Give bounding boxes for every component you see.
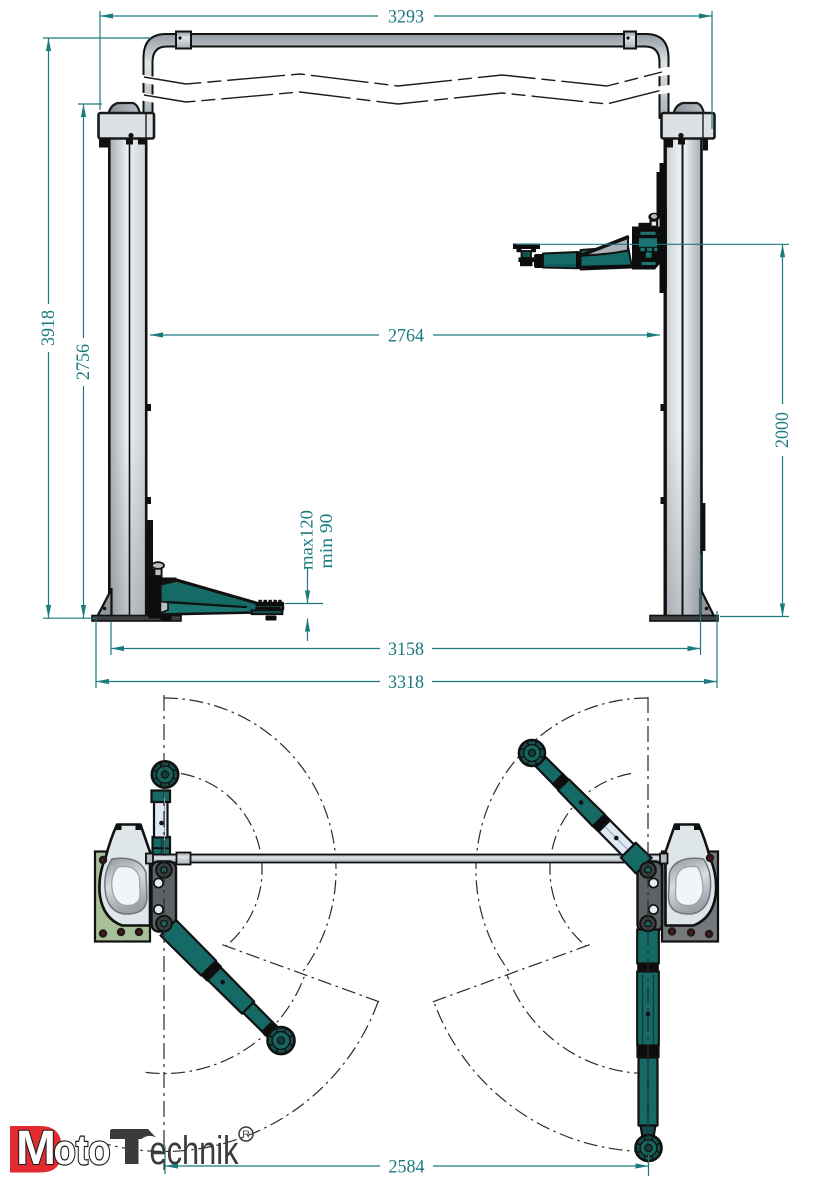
svg-text:2584: 2584 xyxy=(389,1156,425,1177)
svg-text:2000: 2000 xyxy=(772,412,793,448)
svg-text:max120: max120 xyxy=(297,510,317,570)
svg-text:oto: oto xyxy=(54,1126,111,1173)
svg-text:2756: 2756 xyxy=(73,344,94,380)
svg-text:min 90: min 90 xyxy=(316,514,336,569)
svg-text:3918: 3918 xyxy=(38,310,59,346)
svg-text:M: M xyxy=(16,1122,56,1175)
svg-text:2764: 2764 xyxy=(388,325,424,346)
svg-text:echnik: echnik xyxy=(150,1129,240,1173)
svg-text:R: R xyxy=(242,1129,250,1141)
svg-text:3318: 3318 xyxy=(388,672,424,693)
svg-text:3293: 3293 xyxy=(388,6,424,27)
svg-text:3158: 3158 xyxy=(388,639,424,660)
